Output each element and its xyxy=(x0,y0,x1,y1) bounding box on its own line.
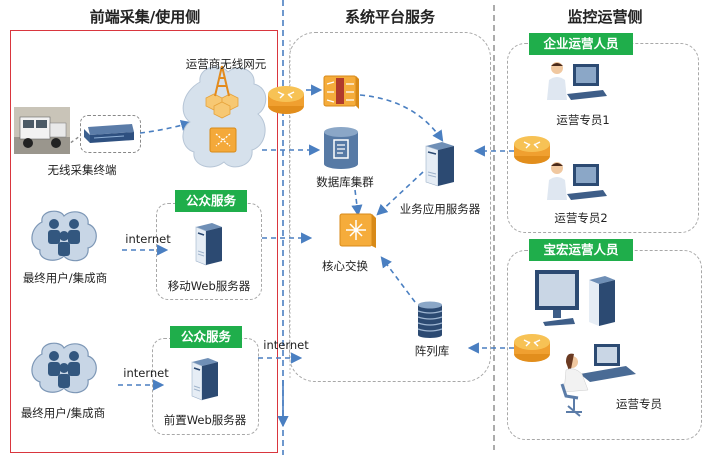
operator1-workstation-icon xyxy=(547,62,607,100)
firewall-icon xyxy=(323,75,359,109)
column-title-monitoring: 监控运营侧 xyxy=(567,8,643,26)
wireless-terminal-icon xyxy=(84,124,134,143)
frontend-region-border xyxy=(10,30,278,453)
array-storage-icon xyxy=(417,301,443,338)
column-title-platform: 系统平台服务 xyxy=(344,8,435,26)
arrow-array-to-core xyxy=(380,256,416,303)
end-users-icon-1 xyxy=(31,210,97,262)
enterprise-router-icon xyxy=(514,136,550,164)
internet-label-1: internet xyxy=(125,232,171,246)
enterprise-operators-tag: 企业运营人员 xyxy=(529,33,633,55)
database-cluster-icon xyxy=(324,127,358,169)
terminal-device-box xyxy=(80,115,141,153)
operator2-label: 运营专员2 xyxy=(554,211,608,225)
carrier-network-label: 运营商无线网元 xyxy=(185,57,267,71)
platform-region-box xyxy=(289,32,491,382)
baohong-operators-tag: 宝宏运营人员 xyxy=(529,239,633,261)
internet-label-2: internet xyxy=(123,366,169,380)
column-title-frontend: 前端采集/使用侧 xyxy=(89,8,201,26)
internet-label-platform: internet xyxy=(263,338,309,352)
gateway-router-icon xyxy=(268,86,304,114)
arrow-terminal-to-cloud xyxy=(139,120,193,134)
arrow-db-to-core xyxy=(351,189,363,217)
public-service-tag-1: 公众服务 xyxy=(175,190,247,212)
application-server-label: 业务应用服务器 xyxy=(399,202,481,216)
terminal-label: 无线采集终端 xyxy=(47,163,117,177)
mobile-web-server-icon xyxy=(195,223,222,266)
mobile-web-server-label: 移动Web服务器 xyxy=(167,279,251,293)
array-storage-label: 阵列库 xyxy=(414,344,450,358)
end-user-label-1: 最终用户/集成商 xyxy=(22,271,108,285)
baohong-router-icon xyxy=(514,334,550,362)
front-web-server-icon xyxy=(191,358,218,401)
arrow-app-to-core xyxy=(376,171,424,216)
operator-label: 运营专员 xyxy=(616,397,662,411)
female-operator-icon xyxy=(560,344,636,417)
application-server-icon xyxy=(425,142,454,187)
front-web-server-label: 前置Web服务器 xyxy=(163,413,247,427)
core-switch-icon xyxy=(339,213,376,248)
core-switch-label: 核心交换 xyxy=(322,259,368,273)
carrier-cloud-icon xyxy=(182,65,267,168)
truck-photo xyxy=(14,107,70,154)
arrow-firewall-to-app-server xyxy=(359,94,444,142)
end-users-icon-2 xyxy=(31,342,97,394)
database-cluster-label: 数据库集群 xyxy=(316,175,374,189)
public-service-tag-2: 公众服务 xyxy=(170,326,242,348)
end-user-label-2: 最终用户/集成商 xyxy=(20,406,106,420)
operator1-label: 运营专员1 xyxy=(556,113,610,127)
operator2-workstation-icon xyxy=(547,162,607,200)
desktop-computer-icon xyxy=(535,270,615,326)
